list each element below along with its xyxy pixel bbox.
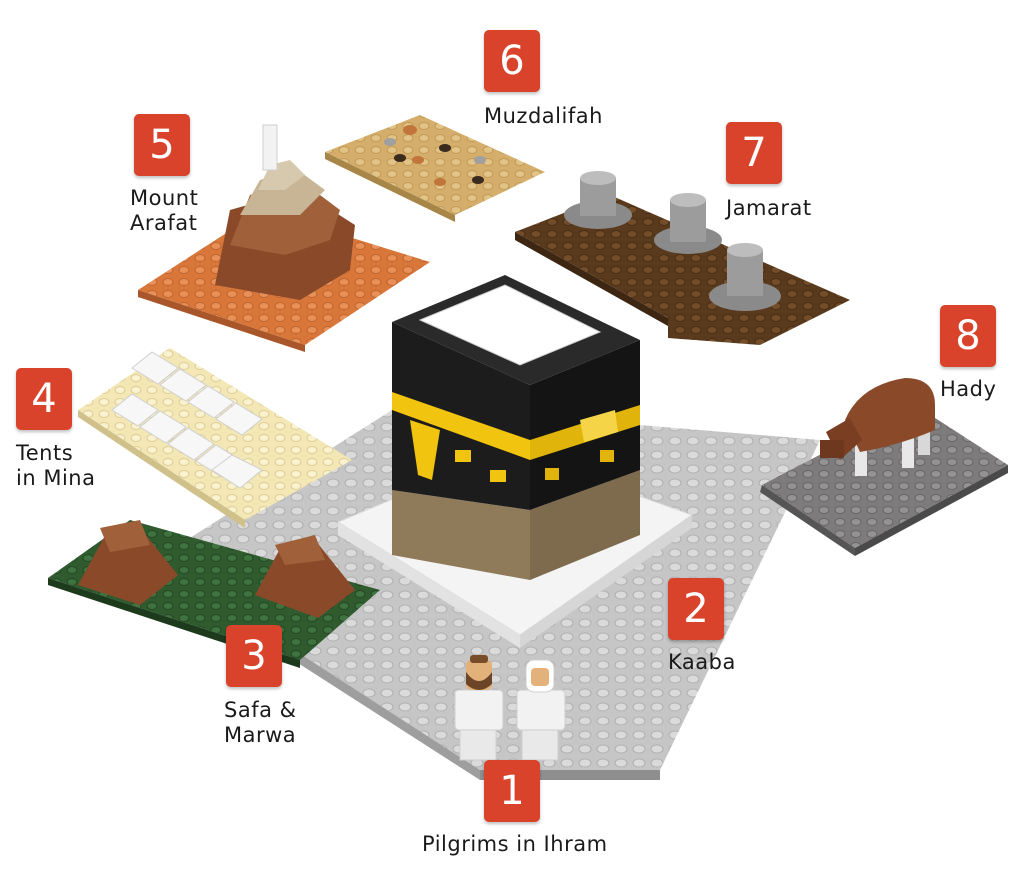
station-1-label: Pilgrims in Ihram [422, 832, 608, 856]
station-3-label-line-1: Safa & [224, 698, 297, 722]
pilgrim-left [454, 655, 504, 761]
station-6-badge: 6 [484, 30, 540, 92]
station-7-label: Jamarat [726, 196, 812, 220]
station-7-badge: 7 [726, 122, 782, 184]
arafat-plate [138, 124, 430, 352]
mina-tents [111, 351, 263, 489]
station-2-badge: 2 [668, 578, 724, 640]
mina-plate [78, 348, 352, 528]
jamarat-plate [515, 171, 850, 345]
jamarat-pillar-1 [564, 171, 632, 229]
station-4-badge: 4 [16, 368, 72, 430]
station-5-badge: 5 [134, 114, 190, 176]
muzdalifah-pebbles [384, 125, 486, 186]
jamarat-pillar-2 [654, 193, 722, 254]
pilgrim-right [516, 659, 566, 761]
station-4-label-line-1: Tents [16, 441, 74, 465]
safa-hill [78, 520, 178, 605]
kaaba-model [336, 275, 694, 648]
station-8-label: Hady [940, 377, 997, 401]
station-3-badge: 3 [226, 625, 282, 687]
hady-animal [820, 378, 935, 476]
muzdalifah-plate [325, 115, 545, 222]
mount-arafat-model [215, 124, 355, 300]
station-1-badge: 1 [484, 760, 540, 822]
jamarat-pillar-3 [709, 243, 781, 311]
pilgrim-minifigures [454, 655, 566, 761]
station-4-label-line-2: in Mina [16, 466, 96, 490]
station-6-label: Muzdalifah [484, 104, 603, 128]
marwa-hill [255, 535, 355, 618]
station-8-badge: 8 [940, 305, 996, 367]
hady-plate [760, 378, 1008, 556]
station-2-label: Kaaba [668, 650, 736, 674]
station-5-label-line-2: Arafat [130, 211, 198, 235]
station-5-label-line-1: Mount [130, 186, 199, 210]
station-3-label-line-2: Marwa [224, 723, 297, 747]
